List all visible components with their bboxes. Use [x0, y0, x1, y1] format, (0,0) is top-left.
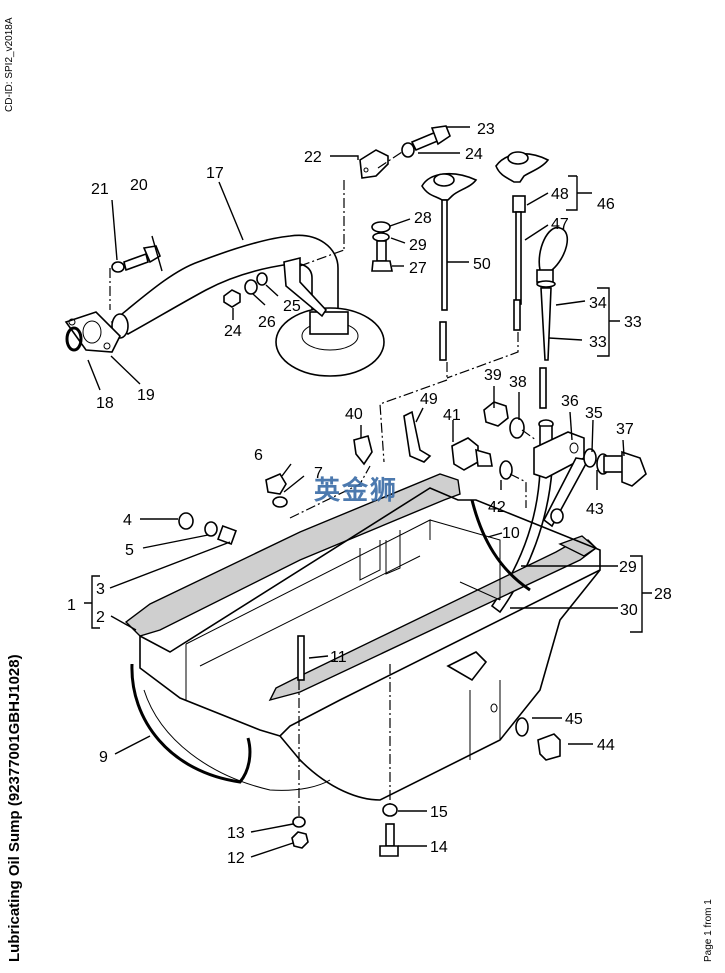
callout-19: 20 — [130, 177, 148, 194]
callout-44: 44 — [597, 737, 615, 754]
flange-17 — [64, 311, 121, 353]
callout-50: 50 — [473, 256, 491, 273]
callout-41: 41 — [443, 407, 461, 424]
callout-49: 49 — [420, 391, 438, 408]
callout-36: 36 — [561, 393, 579, 410]
callout-45: 45 — [565, 711, 583, 728]
callout-33-a: 33 — [589, 334, 607, 351]
washer-38 — [509, 417, 525, 439]
bracket-49 — [403, 410, 432, 463]
callout-24-b: 25 — [283, 298, 301, 315]
callout-23: 24 — [224, 323, 242, 340]
oil-sump-body — [124, 465, 601, 857]
callout-42: 42 — [488, 499, 506, 516]
callout-29: 28 — [654, 586, 672, 603]
callout-7: 7 — [314, 465, 323, 482]
callout-14: 14 — [430, 839, 448, 856]
callout-11: 11 — [330, 649, 347, 666]
callout-3: 3 — [96, 581, 105, 598]
bolt-22 — [401, 125, 451, 158]
callout-48: 48 — [551, 186, 569, 203]
callout-6: 6 — [254, 447, 263, 464]
dipstick-50 — [421, 172, 478, 361]
callout-12: 12 — [227, 850, 245, 867]
callout-21: 22 — [304, 149, 322, 166]
callout-31: 30 — [620, 602, 638, 619]
callout-34: 34 — [589, 295, 607, 312]
callout-27: 28 — [414, 210, 432, 227]
callout-26: 27 — [409, 260, 427, 277]
plug-40 — [353, 435, 373, 466]
callout-25: 26 — [258, 314, 276, 331]
adapter-41 — [451, 437, 493, 471]
callout-38: 38 — [509, 374, 527, 391]
bolt-37 — [596, 450, 647, 487]
callout-10: 10 — [502, 525, 520, 542]
nut-39 — [483, 401, 509, 427]
callout-30: 29 — [619, 559, 637, 576]
callout-4: 4 — [123, 512, 132, 529]
callout-20: 21 — [91, 181, 109, 198]
callout-47: 47 — [551, 216, 569, 233]
callout-13: 13 — [227, 825, 245, 842]
washer-25 — [244, 279, 258, 295]
callout-labels: 21 20 17 18 19 22 23 24 24 26 25 28 29 2… — [67, 121, 672, 867]
watermark-logo: 英金狮 — [314, 475, 399, 505]
callout-40: 40 — [345, 406, 363, 423]
callout-16: 17 — [206, 165, 224, 182]
callout-28: 29 — [409, 237, 427, 254]
bolt-19 — [111, 245, 161, 273]
suction-pipe-16 — [110, 234, 385, 377]
callout-33-b: 33 — [624, 314, 642, 331]
washer-42 — [499, 460, 513, 480]
callout-2: 2 — [96, 609, 105, 626]
callout-43: 43 — [586, 501, 604, 518]
dipstick-33 — [536, 227, 569, 409]
washer-35 — [583, 448, 597, 468]
callout-1: 1 — [67, 597, 76, 614]
callout-22: 23 — [477, 121, 495, 138]
callout-5: 5 — [125, 542, 134, 559]
callout-15: 15 — [430, 804, 448, 821]
o-ring-18 — [65, 326, 83, 352]
washer-24 — [256, 272, 268, 286]
leader-lines — [84, 126, 652, 858]
nut-23 — [223, 289, 241, 308]
callout-9: 9 — [99, 749, 108, 766]
bracket-21 — [359, 149, 389, 179]
callout-37: 37 — [616, 421, 634, 438]
callout-24-a: 24 — [465, 146, 483, 163]
callout-18: 18 — [96, 395, 114, 412]
callout-39: 39 — [484, 367, 502, 384]
callout-35: 35 — [585, 405, 603, 422]
bolt-26 — [371, 221, 393, 272]
callout-46: 46 — [597, 196, 615, 213]
callout-17: 19 — [137, 387, 155, 404]
dipstick-46 — [495, 151, 550, 331]
